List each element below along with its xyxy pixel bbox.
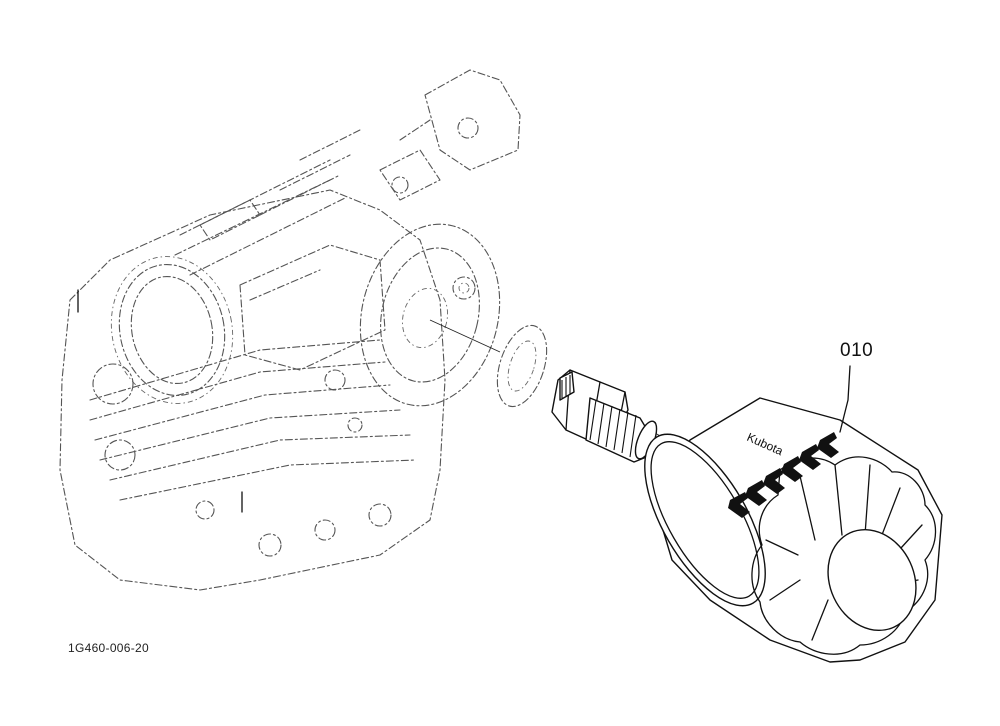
threaded-nipple [551,369,658,463]
engine-block-ghost [59,69,521,591]
drawing-code: 1G460-006-20 [68,641,149,655]
oil-filter-cartridge: Kubota [644,397,943,663]
brand-mark [728,432,839,518]
callout-leader-line [839,365,851,433]
callout-part-number[interactable]: 010 [840,340,874,361]
gasket-ring [496,324,548,408]
